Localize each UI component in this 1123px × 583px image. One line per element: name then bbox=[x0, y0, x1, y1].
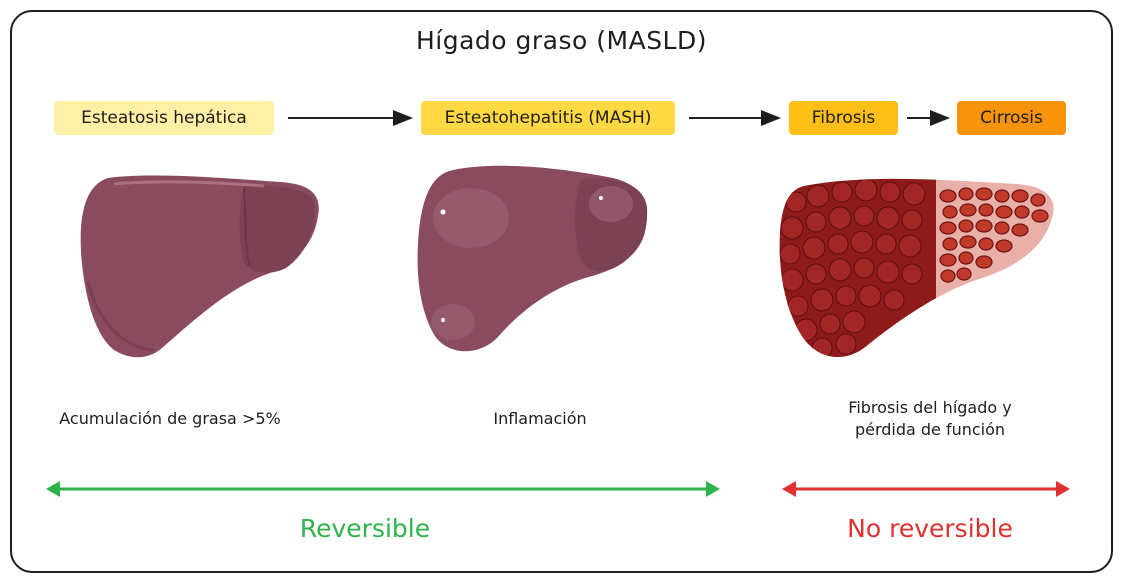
stage-steatosis: Esteatosis hepática bbox=[54, 101, 274, 135]
caption-mash: Inflamación bbox=[493, 409, 587, 428]
inflamed-liver-illustration bbox=[417, 165, 648, 352]
diagram-frame bbox=[10, 10, 1113, 573]
stage-fibrosis: Fibrosis bbox=[789, 101, 898, 135]
healthy-liver-illustration bbox=[80, 175, 319, 358]
caption-fibrosis-line2: pérdida de función bbox=[854, 420, 1006, 439]
label-irreversible: No reversible bbox=[847, 514, 1013, 543]
caption-fibrosis: Fibrosis del hígado y pérdida de función bbox=[780, 397, 1080, 441]
diagram-title: Hígado graso (MASLD) bbox=[415, 26, 707, 55]
label-reversible: Reversible bbox=[299, 514, 431, 543]
cirrhotic-liver-illustration bbox=[779, 178, 1054, 358]
stage-cirrhosis: Cirrosis bbox=[957, 101, 1066, 135]
caption-fibrosis-line1: Fibrosis del hígado y bbox=[848, 398, 1012, 417]
caption-steatosis: Acumulación de grasa >5% bbox=[59, 409, 281, 428]
stage-mash: Esteatohepatitis (MASH) bbox=[421, 101, 675, 135]
irreversible-range-arrow bbox=[782, 481, 1070, 497]
reversible-range-arrow bbox=[46, 481, 720, 497]
